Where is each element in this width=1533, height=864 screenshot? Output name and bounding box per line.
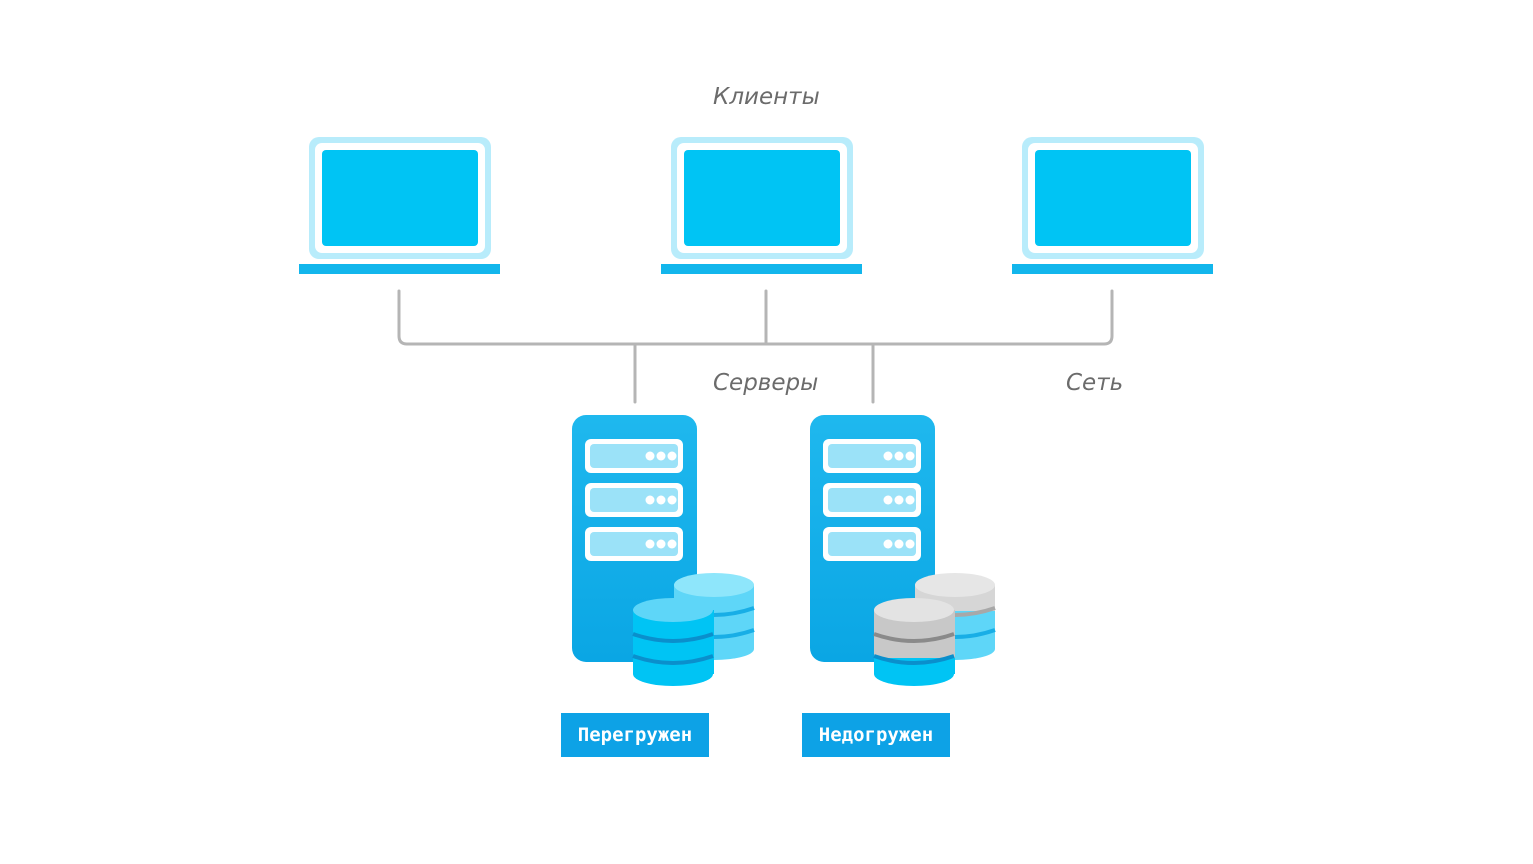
status-badge-underloaded: Недогружен: [802, 713, 950, 757]
database-icon-front: [632, 598, 714, 686]
laptop-icon: [1012, 137, 1213, 274]
laptop-icon: [661, 137, 862, 274]
server-underloaded: [810, 415, 996, 686]
client-line-left: [397, 289, 1114, 346]
database-icon-front: [873, 598, 955, 686]
network-label: Сеть: [1066, 370, 1124, 396]
clients-label: Клиенты: [713, 84, 820, 110]
servers-label: Серверы: [713, 370, 819, 396]
server-overloaded: [572, 415, 755, 686]
network-lines: [397, 289, 1114, 404]
status-badge-overloaded: Перегружен: [561, 713, 709, 757]
laptop-icon: [299, 137, 500, 274]
